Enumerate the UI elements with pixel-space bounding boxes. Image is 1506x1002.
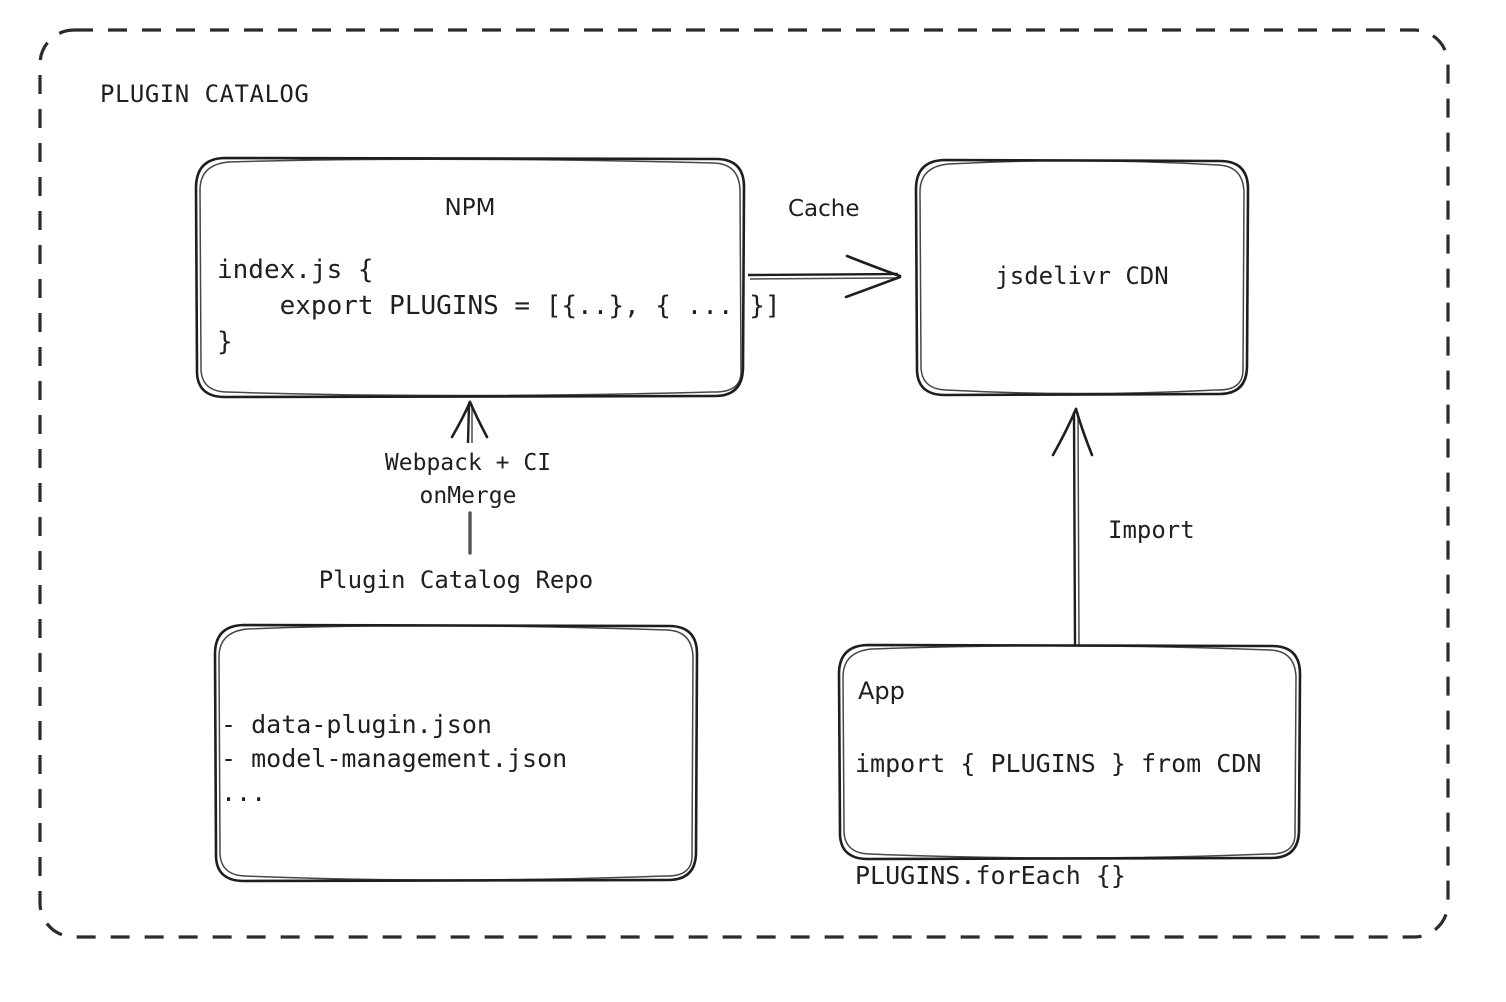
edge-label-import: Import [1108,516,1195,544]
npm-node-code: index.js { export PLUGINS = [{..}, { ...… [217,255,781,357]
edge-label-cache: Cache [788,196,860,222]
plugin-catalog-title: PLUGIN CATALOG [100,80,310,108]
repo-node-file-list: - data-plugin.json - model-management.js… [221,710,568,807]
cdn-node-title: jsdelivr CDN [995,262,1169,290]
npm-node-title: NPM [444,195,496,221]
app-node-title: App [858,677,905,705]
app-node-code: import { PLUGINS } from CDN PLUGINS.forE… [855,749,1262,890]
edge-app-to-cdn [1051,407,1094,646]
repo-node-title: Plugin Catalog Repo [318,566,594,594]
edge-label-webpack-ci-onmerge: Webpack + CI onMerge [384,450,552,509]
